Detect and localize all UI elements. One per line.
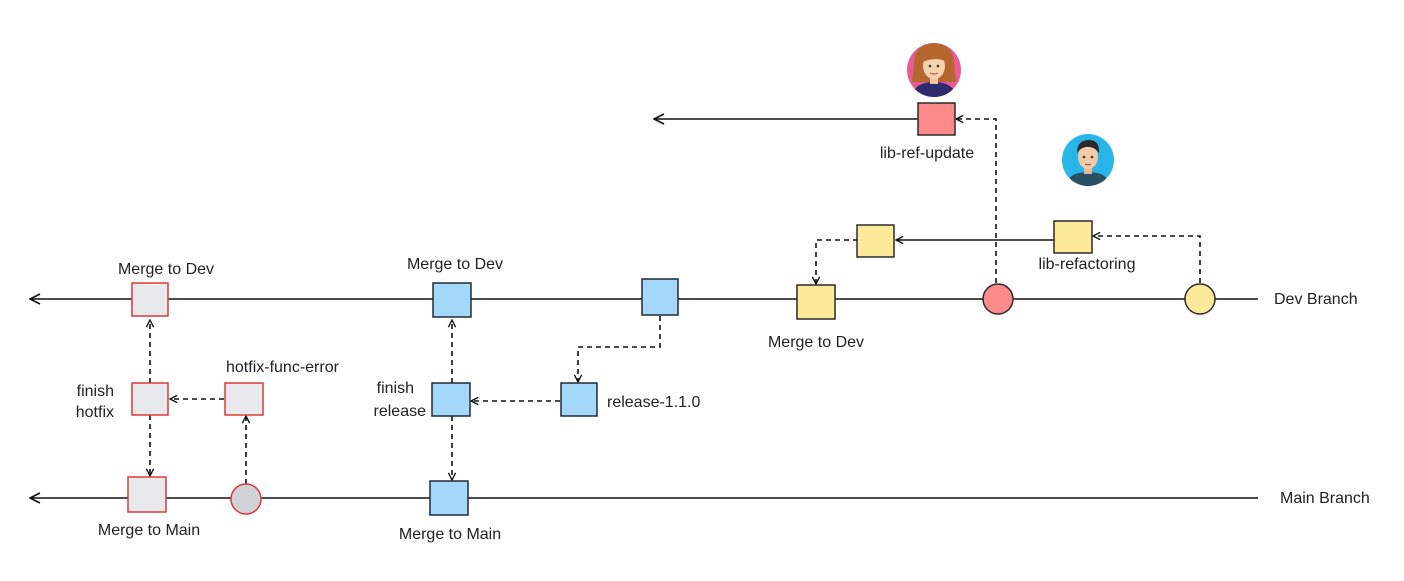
merge-to-dev-hotfix-label: Merge to Dev [117, 261, 215, 278]
dev-lib-refactoring-origin-commit[interactable] [1184, 283, 1216, 315]
dev-to-lib-ref-update-connector [956, 119, 997, 283]
merge-to-dev-release-node[interactable] [432, 282, 472, 318]
hotfix-func-error-node[interactable] [224, 382, 264, 416]
dev-lib-ref-update-origin-commit[interactable] [982, 283, 1014, 315]
release-1-1-0-label: release-1.1.0 [607, 394, 701, 411]
finish-hotfix-node[interactable] [131, 382, 169, 416]
merge-to-dev-refactor-label: Merge to Dev [767, 334, 865, 351]
female-developer-avatar-icon [907, 43, 961, 97]
finish-release-label-line1: finish [376, 380, 414, 397]
lib-ref-update-node[interactable] [917, 102, 956, 136]
lib-refactoring-commit-1[interactable] [1053, 220, 1093, 254]
finish-hotfix-label-line2: hotfix [75, 404, 114, 421]
male-developer-avatar-icon [1062, 134, 1114, 186]
main-branch-label: Main Branch [1280, 490, 1370, 507]
dev-to-release-connector [578, 316, 661, 382]
finish-release-label-line2: release [373, 403, 426, 420]
lib-refactoring-commit-2[interactable] [856, 224, 895, 258]
merge-to-main-hotfix-node[interactable] [127, 476, 167, 513]
merge-to-main-release-label: Merge to Main [398, 526, 502, 543]
release-1-1-0-node[interactable] [560, 382, 598, 417]
lib-refactoring-label: lib-refactoring [1038, 256, 1136, 273]
lib-refactoring-to-dev-connector [816, 239, 858, 284]
merge-to-dev-hotfix-node[interactable] [131, 282, 169, 317]
finish-hotfix-label-line1: finish [76, 383, 114, 400]
dev-branch-label: Dev Branch [1274, 291, 1358, 308]
merge-to-main-hotfix-label: Merge to Main [97, 522, 201, 539]
merge-to-dev-release-label: Merge to Dev [406, 256, 504, 273]
finish-release-node[interactable] [431, 382, 471, 417]
hotfix-func-error-label: hotfix-func-error [226, 359, 339, 376]
lib-ref-update-label: lib-ref-update [879, 145, 975, 162]
dev-release-origin-commit[interactable] [641, 278, 679, 316]
dev-to-lib-refactoring-connector [1093, 236, 1201, 283]
main-hotfix-origin-commit[interactable] [230, 483, 262, 515]
merge-to-main-release-node[interactable] [429, 480, 469, 516]
merge-to-dev-refactor-node[interactable] [796, 284, 836, 320]
